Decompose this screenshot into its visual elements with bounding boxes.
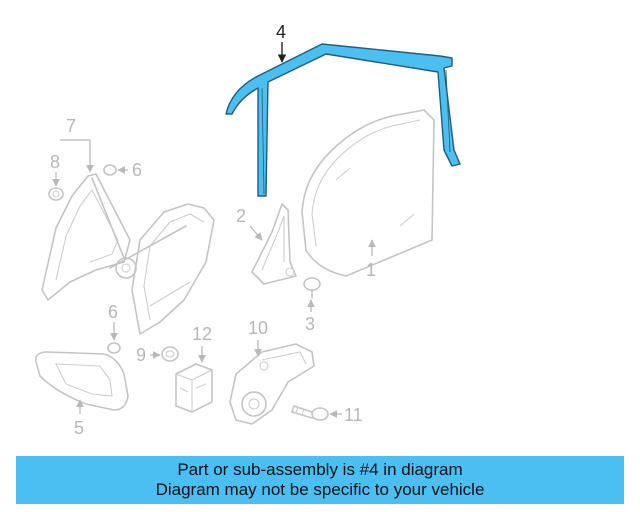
window-regulator-part-7: [41, 173, 215, 335]
callout-10: 10: [248, 318, 268, 357]
svg-text:10: 10: [248, 318, 268, 338]
callout-11: 11: [329, 405, 363, 425]
clip-part-3: [285, 267, 321, 299]
svg-text:6: 6: [132, 160, 142, 180]
weatherstrip-part-4[interactable]: [225, 43, 461, 197]
svg-text:12: 12: [192, 324, 212, 344]
window-motor-part-10: [229, 343, 315, 425]
svg-text:2: 2: [236, 206, 246, 226]
screw-part-11: [291, 405, 329, 421]
svg-text:6: 6: [108, 302, 118, 322]
banner-line-disclaimer: Diagram may not be specific to your vehi…: [155, 480, 485, 499]
callout-4: 4: [276, 22, 287, 63]
control-module-part-12: [175, 363, 213, 413]
svg-text:5: 5: [74, 418, 84, 438]
grommet-part-6-upper: [103, 164, 117, 176]
svg-text:1: 1: [366, 260, 376, 280]
svg-text:7: 7: [66, 116, 76, 136]
svg-text:9: 9: [136, 345, 146, 365]
nut-part-8: [48, 187, 64, 201]
callout-6-lower: 6: [108, 302, 118, 341]
banner-line-part-number: Part or sub-assembly is #4 in diagram: [177, 460, 463, 479]
callout-5: 5: [74, 399, 84, 438]
svg-text:11: 11: [344, 405, 363, 425]
info-banner: Part or sub-assembly is #4 in diagram Di…: [16, 456, 624, 504]
grommet-part-6-lower: [107, 342, 121, 354]
callout-3: 3: [305, 299, 315, 334]
svg-text:3: 3: [305, 314, 315, 334]
callout-12: 12: [192, 324, 212, 363]
svg-text:4: 4: [276, 22, 286, 42]
callout-8: 8: [50, 152, 60, 187]
quarter-glass-part-2: [251, 203, 297, 285]
parts-diagram: 4 1 2 3 7: [34, 22, 461, 438]
callout-9: 9: [136, 345, 161, 365]
door-glass-part-1: [301, 109, 435, 277]
callout-7: 7: [60, 116, 94, 173]
trim-panel-part-5: [34, 351, 129, 411]
callout-2: 2: [236, 206, 263, 241]
callout-6-upper: 6: [117, 160, 142, 180]
callout-1: 1: [366, 239, 376, 280]
svg-text:8: 8: [50, 152, 60, 172]
cap-part-9: [161, 346, 179, 362]
